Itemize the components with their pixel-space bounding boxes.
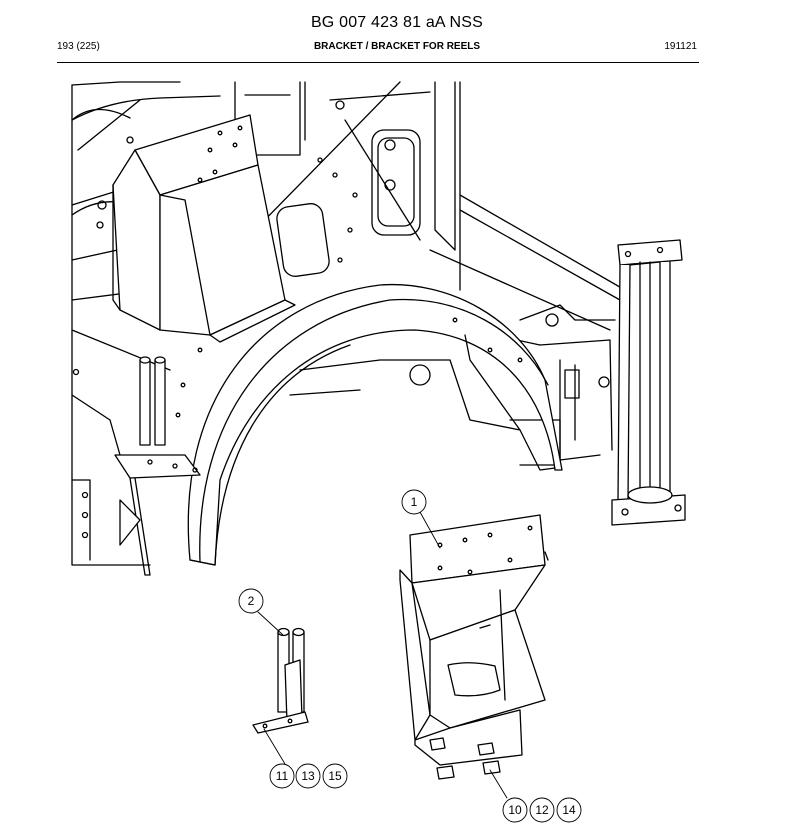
callout-label-11: 11 xyxy=(276,769,289,783)
callout-balloons xyxy=(238,489,582,823)
callout-balloon-10 xyxy=(502,797,528,823)
callout-balloon-15 xyxy=(322,763,348,789)
chassis-frame xyxy=(71,81,626,566)
callout-balloon-14 xyxy=(556,797,582,823)
callout-balloon-2 xyxy=(238,588,264,614)
installed-reel-holder xyxy=(114,356,201,576)
leader-lines xyxy=(257,511,508,799)
vertical-post xyxy=(611,239,686,526)
part-2-reel-holder xyxy=(252,627,309,734)
header-rule xyxy=(57,62,699,63)
fender-arch xyxy=(175,283,563,566)
callout-balloon-12 xyxy=(529,797,555,823)
callout-label-15: 15 xyxy=(328,769,342,783)
callout-label-2: 2 xyxy=(248,594,255,608)
page-number: 193 (225) xyxy=(57,41,100,52)
document-title: BG 007 423 81 aA NSS xyxy=(310,14,484,31)
callout-label-10: 10 xyxy=(508,803,522,817)
callout-label-12: 12 xyxy=(535,803,549,817)
callout-balloon-1 xyxy=(401,489,427,515)
callout-balloon-11 xyxy=(269,763,295,789)
callout-label-1: 1 xyxy=(411,495,418,509)
document-subtitle: BRACKET / BRACKET FOR REELS xyxy=(313,41,481,52)
callout-label-14: 14 xyxy=(562,803,576,817)
installed-bracket xyxy=(112,114,296,343)
part-1-bracket xyxy=(399,514,549,780)
document-code: 191121 xyxy=(664,41,697,52)
callout-balloon-13 xyxy=(295,763,321,789)
callout-label-13: 13 xyxy=(301,769,315,783)
